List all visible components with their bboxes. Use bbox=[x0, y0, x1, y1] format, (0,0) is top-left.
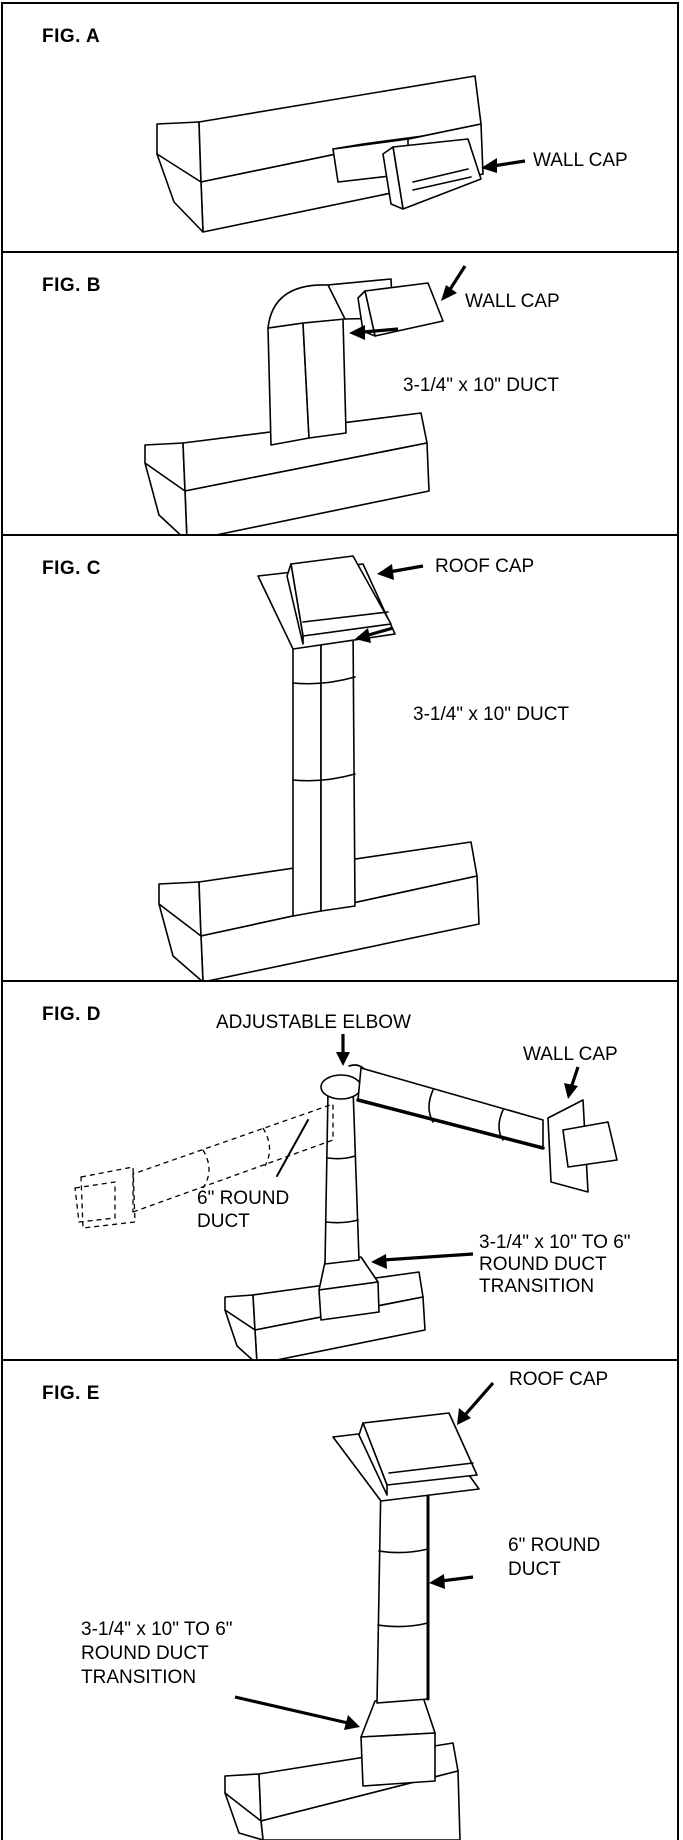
wall-cap-arrow bbox=[569, 1066, 580, 1089]
transition-label-line1: 3-1/4" x 10" TO 6" bbox=[479, 1232, 631, 1253]
roof-cap-shape bbox=[257, 555, 396, 650]
figure-a-title: FIG. A bbox=[42, 26, 101, 47]
transition-label-line2: ROUND DUCT bbox=[81, 1643, 209, 1664]
figure-c-title: FIG. C bbox=[42, 558, 101, 579]
duct-arrow bbox=[362, 327, 399, 334]
round-duct-vertical bbox=[324, 1087, 360, 1265]
round-duct-label-line1: 6" ROUND bbox=[508, 1535, 601, 1556]
transition-label-line2: ROUND DUCT bbox=[479, 1254, 607, 1275]
figure-d-title: FIG. D bbox=[42, 1004, 101, 1025]
transition-arrow bbox=[382, 1252, 474, 1262]
figure-b-panel: FIG. B WALL CAP 3-1/4" x 10" DUCT bbox=[1, 253, 679, 536]
round-duct-label-line1: 6" ROUND bbox=[197, 1188, 290, 1209]
transition-fitting bbox=[318, 1256, 380, 1321]
round-duct-horizontal bbox=[356, 1067, 545, 1150]
figure-b-title: FIG. B bbox=[42, 275, 101, 296]
figure-b-drawing bbox=[144, 265, 467, 534]
wall-cap-label: WALL CAP bbox=[465, 291, 560, 312]
alternate-duct-dashed bbox=[74, 1103, 334, 1229]
wall-cap-label: WALL CAP bbox=[523, 1044, 618, 1065]
roof-cap-arrow bbox=[388, 564, 424, 574]
figure-c-drawing bbox=[158, 555, 480, 980]
wall-cap-label: WALL CAP bbox=[533, 150, 628, 171]
round-duct-vertical bbox=[376, 1472, 430, 1704]
round-duct-label-line2: DUCT bbox=[508, 1559, 561, 1580]
roof-cap-shape bbox=[332, 1412, 480, 1502]
vertical-duct bbox=[267, 318, 347, 446]
transition-label-line3: TRANSITION bbox=[81, 1667, 197, 1688]
figure-d-drawing bbox=[74, 1034, 618, 1359]
roof-cap-label: ROOF CAP bbox=[509, 1369, 609, 1390]
figure-e-title: FIG. E bbox=[42, 1383, 100, 1404]
vertical-duct bbox=[292, 625, 356, 917]
duct-label: 3-1/4" x 10" DUCT bbox=[413, 704, 570, 725]
adjustable-elbow-shape bbox=[320, 1064, 369, 1100]
figure-e-panel: FIG. E ROOF CAP 6" ROU bbox=[1, 1361, 679, 1840]
duct-label: 3-1/4" x 10" DUCT bbox=[403, 375, 560, 396]
wall-cap-arrow bbox=[492, 159, 526, 168]
wall-cap-shape bbox=[547, 1099, 618, 1193]
figure-a-drawing bbox=[156, 75, 526, 233]
roof-cap-arrow bbox=[463, 1381, 495, 1417]
transition-arrow bbox=[234, 1695, 349, 1725]
wall-cap-shape bbox=[382, 138, 482, 210]
roof-cap-label: ROOF CAP bbox=[435, 556, 535, 577]
round-duct-pointer bbox=[276, 1119, 309, 1177]
figure-a-panel: FIG. A WALL CAP bbox=[1, 2, 679, 253]
transition-fitting bbox=[360, 1696, 436, 1787]
wall-cap-shape bbox=[357, 282, 444, 337]
figure-c-panel: FIG. C ROOF CAP 3-1/4" x 10" DUCT bbox=[1, 536, 679, 982]
round-duct-arrow bbox=[440, 1575, 474, 1583]
round-duct-label-line2: DUCT bbox=[197, 1211, 250, 1232]
wall-cap-arrow bbox=[447, 265, 467, 292]
transition-label-line3: TRANSITION bbox=[479, 1276, 595, 1297]
duct-arrow bbox=[364, 626, 394, 638]
figure-d-panel: FIG. D bbox=[1, 982, 679, 1361]
figure-e-drawing bbox=[224, 1381, 495, 1840]
range-hood bbox=[144, 412, 430, 534]
transition-label-line1: 3-1/4" x 10" TO 6" bbox=[81, 1619, 233, 1640]
adjustable-elbow-label: ADJUSTABLE ELBOW bbox=[216, 1012, 411, 1033]
